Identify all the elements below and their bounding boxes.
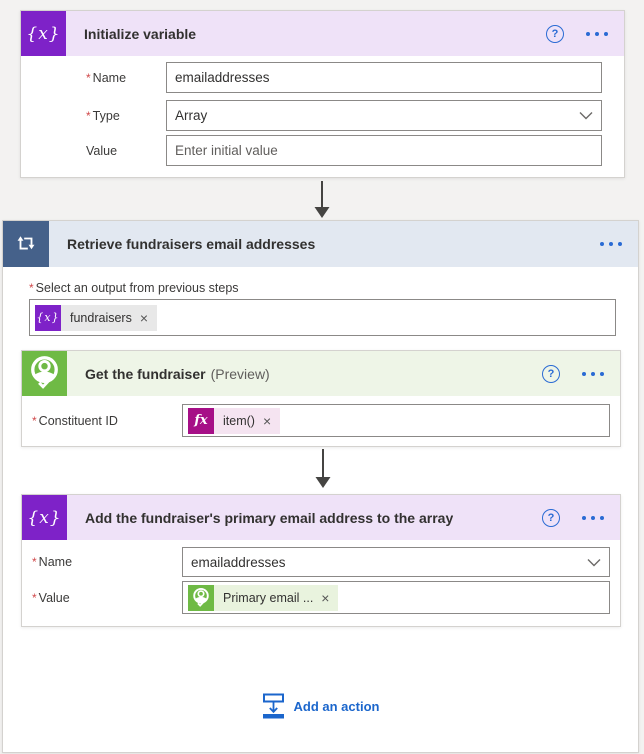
fundraisers-token[interactable]: {x} fundraisers×: [35, 304, 158, 331]
name-dropdown[interactable]: emailaddresses: [182, 547, 610, 577]
action-card-append-to-array: {x} Add the fundraiser's primary email a…: [21, 494, 621, 627]
name-label: *Name: [86, 70, 127, 85]
expression-fx-icon: fx: [188, 407, 214, 434]
help-icon[interactable]: ?: [546, 24, 564, 43]
menu-ellipsis-icon[interactable]: [580, 512, 606, 524]
action-card-get-fundraiser: Get the fundraiser(Preview) ? *Constitue…: [21, 350, 621, 447]
value-input[interactable]: Primary email ...×: [182, 581, 610, 614]
constituent-connector-icon: [22, 351, 67, 396]
initialize-variable-header[interactable]: {x} Initialize variable ?: [21, 11, 624, 56]
help-icon[interactable]: ?: [542, 508, 560, 527]
constituent-id-input[interactable]: fx item()×: [182, 404, 610, 437]
remove-token-icon[interactable]: ×: [262, 412, 272, 429]
help-icon[interactable]: ?: [542, 364, 560, 383]
card-title: Initialize variable: [84, 25, 197, 42]
menu-ellipsis-icon[interactable]: [584, 28, 610, 40]
flow-arrow-down: [315, 449, 331, 488]
menu-ellipsis-icon[interactable]: [598, 238, 624, 250]
flow-arrow-down: [314, 181, 330, 218]
add-an-action-button[interactable]: Add an action: [3, 693, 638, 720]
append-array-header[interactable]: {x} Add the fundraiser's primary email a…: [22, 495, 620, 540]
type-dropdown[interactable]: Array: [166, 100, 602, 131]
get-fundraiser-header[interactable]: Get the fundraiser(Preview) ?: [22, 351, 620, 396]
loop-header[interactable]: Retrieve fundraisers email addresses: [3, 221, 638, 267]
type-label: *Type: [86, 108, 120, 123]
variable-icon: {x}: [35, 304, 61, 331]
name-input[interactable]: emailaddresses: [166, 62, 602, 93]
value-label: *Value: [32, 590, 70, 605]
card-title: Add the fundraiser's primary email addre…: [85, 509, 454, 526]
select-output-label: *Select an output from previous steps: [29, 281, 239, 295]
loop-title: Retrieve fundraisers email addresses: [67, 236, 316, 252]
variable-icon: {x}: [22, 495, 67, 540]
constituent-connector-icon: [188, 584, 214, 611]
insert-action-icon: [262, 693, 284, 719]
apply-to-each-container: Retrieve fundraisers email addresses *Se…: [2, 220, 639, 753]
chevron-down-icon: [579, 112, 593, 120]
card-title: Get the fundraiser(Preview): [85, 365, 270, 382]
select-output-input[interactable]: {x} fundraisers×: [29, 299, 616, 336]
name-label: *Name: [32, 555, 73, 569]
value-input[interactable]: Enter initial value: [166, 135, 602, 166]
item-expression-token[interactable]: fx item()×: [188, 407, 281, 434]
chevron-down-icon: [587, 558, 601, 566]
remove-token-icon[interactable]: ×: [321, 589, 330, 606]
menu-ellipsis-icon[interactable]: [580, 368, 606, 380]
action-card-initialize-variable: {x} Initialize variable ? *Name emailadd…: [20, 10, 625, 178]
value-label: Value: [86, 143, 118, 158]
primary-email-token[interactable]: Primary email ...×: [188, 584, 339, 611]
constituent-id-label: *Constituent ID: [32, 413, 118, 428]
variable-icon: {x}: [21, 11, 66, 56]
remove-token-icon[interactable]: ×: [139, 309, 149, 326]
apply-to-each-icon: [3, 221, 49, 267]
